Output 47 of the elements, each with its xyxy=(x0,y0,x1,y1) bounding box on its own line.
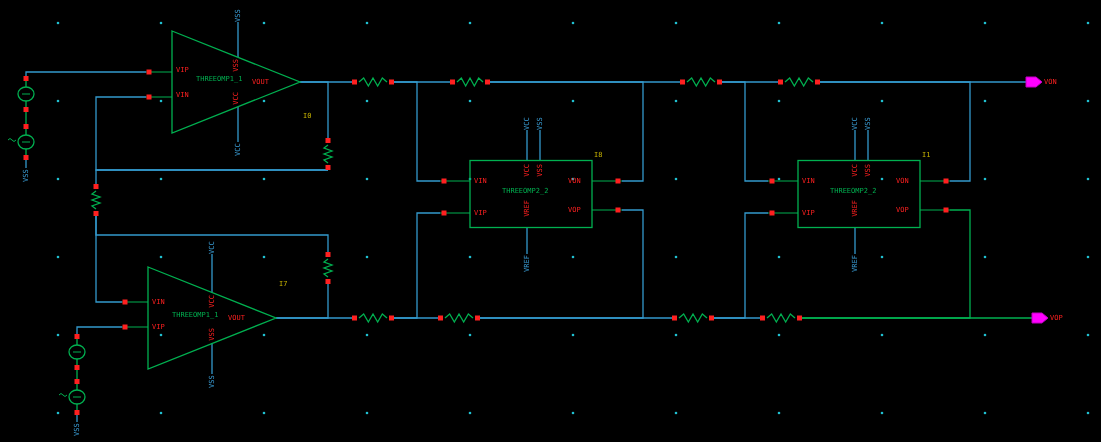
wire xyxy=(854,129,856,161)
wire xyxy=(526,227,528,255)
wire xyxy=(393,212,441,319)
subcircuit-block xyxy=(768,160,950,228)
wire xyxy=(867,129,869,161)
wire xyxy=(539,129,541,161)
wire xyxy=(25,71,147,77)
resistor-symbol xyxy=(760,312,802,324)
resistor-symbol xyxy=(322,252,334,284)
amplifier-symbol xyxy=(122,267,276,369)
wire xyxy=(819,81,971,182)
wire xyxy=(237,106,239,143)
resistor-symbol xyxy=(450,76,490,88)
voltage-source-symbol xyxy=(8,124,36,160)
wire xyxy=(489,81,681,83)
resistor-symbol xyxy=(352,312,394,324)
voltage-source-symbol xyxy=(67,334,87,370)
wire xyxy=(76,369,78,380)
wire xyxy=(801,209,971,319)
wire xyxy=(275,317,353,319)
subcircuit-block xyxy=(440,160,622,228)
wire xyxy=(721,81,769,182)
wire xyxy=(25,159,27,169)
wire xyxy=(76,326,123,335)
wire xyxy=(393,81,441,182)
wire xyxy=(299,81,329,139)
wire xyxy=(95,169,329,185)
wire xyxy=(95,215,123,303)
voltage-source-symbol xyxy=(16,76,36,112)
wire xyxy=(76,414,78,423)
wire xyxy=(526,129,528,161)
wire xyxy=(854,227,856,255)
resistor-symbol xyxy=(322,138,334,170)
resistor-symbol xyxy=(680,76,722,88)
wire xyxy=(211,253,213,294)
resistor-symbol xyxy=(352,76,394,88)
voltage-source-symbol xyxy=(59,379,87,415)
wire xyxy=(237,21,239,58)
resistor-symbol xyxy=(778,76,820,88)
wire xyxy=(479,317,673,319)
amplifier-symbol xyxy=(146,31,300,133)
resistor-symbol xyxy=(672,312,714,324)
wire xyxy=(211,342,213,375)
wire xyxy=(25,111,27,125)
wire xyxy=(713,212,769,319)
resistor-symbol xyxy=(90,184,102,216)
resistor-symbol xyxy=(438,312,480,324)
